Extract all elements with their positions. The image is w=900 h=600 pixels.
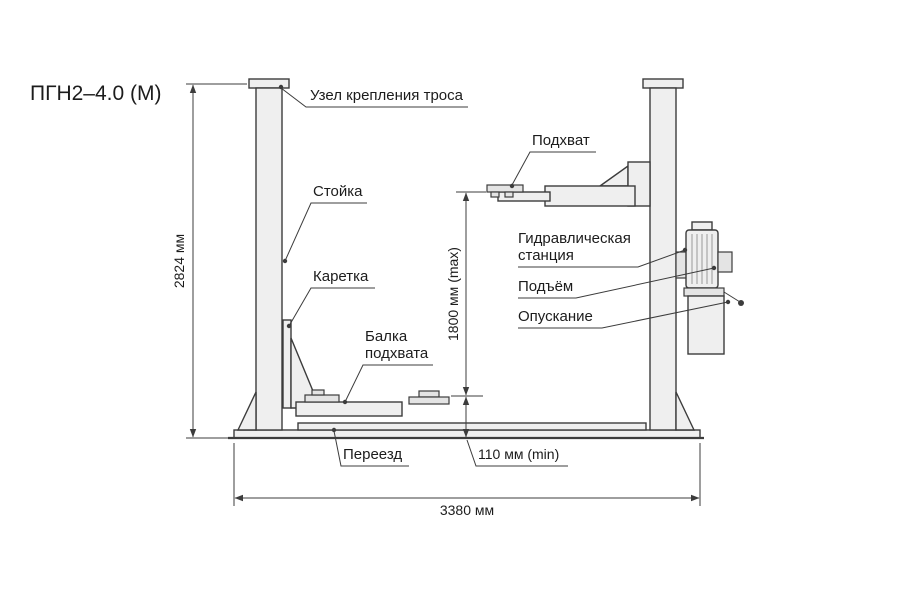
right-post-foot <box>675 391 696 431</box>
pad-adapter-plate <box>408 396 450 405</box>
hydraulic-leader <box>518 249 686 268</box>
post-leader <box>284 202 367 262</box>
carriage-label: Каретка <box>313 268 369 285</box>
dim-total-height: 2824 мм <box>171 83 247 439</box>
drive-over-plate <box>297 422 647 431</box>
hydraulic-label-line1: Гидравлическая <box>518 230 631 247</box>
hydraulic-unit <box>675 221 744 355</box>
arm-wedge <box>597 164 629 187</box>
base-plate <box>233 429 701 439</box>
dim-max-lift: 1800 мм (max) <box>445 191 486 397</box>
lower-leader <box>518 301 729 329</box>
oil-tank <box>687 295 725 355</box>
pickup-arm-raised <box>486 161 651 207</box>
carriage-lowered <box>282 319 450 417</box>
pickup-pad-raised <box>486 184 524 193</box>
dim-total-width-text: 3380 мм <box>440 502 494 518</box>
motor-fins <box>691 234 713 284</box>
pad-foot-2 <box>504 191 514 198</box>
lowering-lever <box>723 291 741 303</box>
model-title: ПГН2–4.0 (М) <box>30 82 162 105</box>
left-post-foot <box>236 391 257 431</box>
beam-leader <box>344 364 433 403</box>
motor-cap <box>691 221 713 231</box>
beam-label-line2: подхвата <box>365 345 429 362</box>
pickup-leader <box>511 151 596 186</box>
cable-unit-label: Узел крепления троса <box>310 87 464 104</box>
motor-switch-box <box>717 251 733 273</box>
beam-label-line1: Балка <box>365 328 408 345</box>
pickup-pad-lowered <box>304 394 340 403</box>
carriage-leader <box>288 287 375 327</box>
raise-leader <box>518 267 715 299</box>
post-label: Стойка <box>313 183 363 200</box>
left-post <box>236 78 290 431</box>
carriage-plate <box>282 319 292 409</box>
dim-total-height-text: 2824 мм <box>171 234 187 288</box>
callout-hydraulic: Гидравлическая станция <box>518 230 688 268</box>
lever-knob <box>738 300 744 306</box>
dim-min-height: 110 мм (min) <box>462 396 568 467</box>
right-post-body <box>649 87 677 431</box>
callout-lower: Опускание <box>518 299 731 329</box>
unit-flange <box>683 287 725 297</box>
cable-unit-leader <box>280 87 468 108</box>
dim-total-width: 3380 мм <box>233 443 701 518</box>
pickup-beam-lowered <box>295 401 403 417</box>
arm-beam <box>544 185 636 207</box>
hydraulic-label-line2: станция <box>518 247 574 264</box>
callout-raise: Подъём <box>518 265 717 299</box>
dim-min-leader <box>466 439 568 467</box>
pickup-pad-nub <box>311 389 325 396</box>
raise-label: Подъём <box>518 278 573 295</box>
lower-label: Опускание <box>518 308 593 325</box>
pickup-label: Подхват <box>532 132 590 149</box>
dim-min-height-text: 110 мм (min) <box>478 446 559 462</box>
callout-carriage: Каретка <box>286 268 375 329</box>
driveover-label: Переезд <box>343 446 402 463</box>
driveover-leader <box>333 430 409 467</box>
pad-foot-1 <box>490 191 500 198</box>
callout-pickup: Подхват <box>509 132 596 189</box>
callout-post: Стойка <box>282 183 367 264</box>
callout-beam: Балка подхвата <box>342 328 433 405</box>
pad-adapter-top <box>418 390 440 398</box>
right-post-cap <box>642 78 684 89</box>
dim-max-lift-text: 1800 мм (max) <box>445 247 461 341</box>
callout-cable-unit: Узел крепления троса <box>278 84 468 108</box>
callout-driveover: Переезд <box>331 427 409 467</box>
left-post-body <box>255 87 283 431</box>
